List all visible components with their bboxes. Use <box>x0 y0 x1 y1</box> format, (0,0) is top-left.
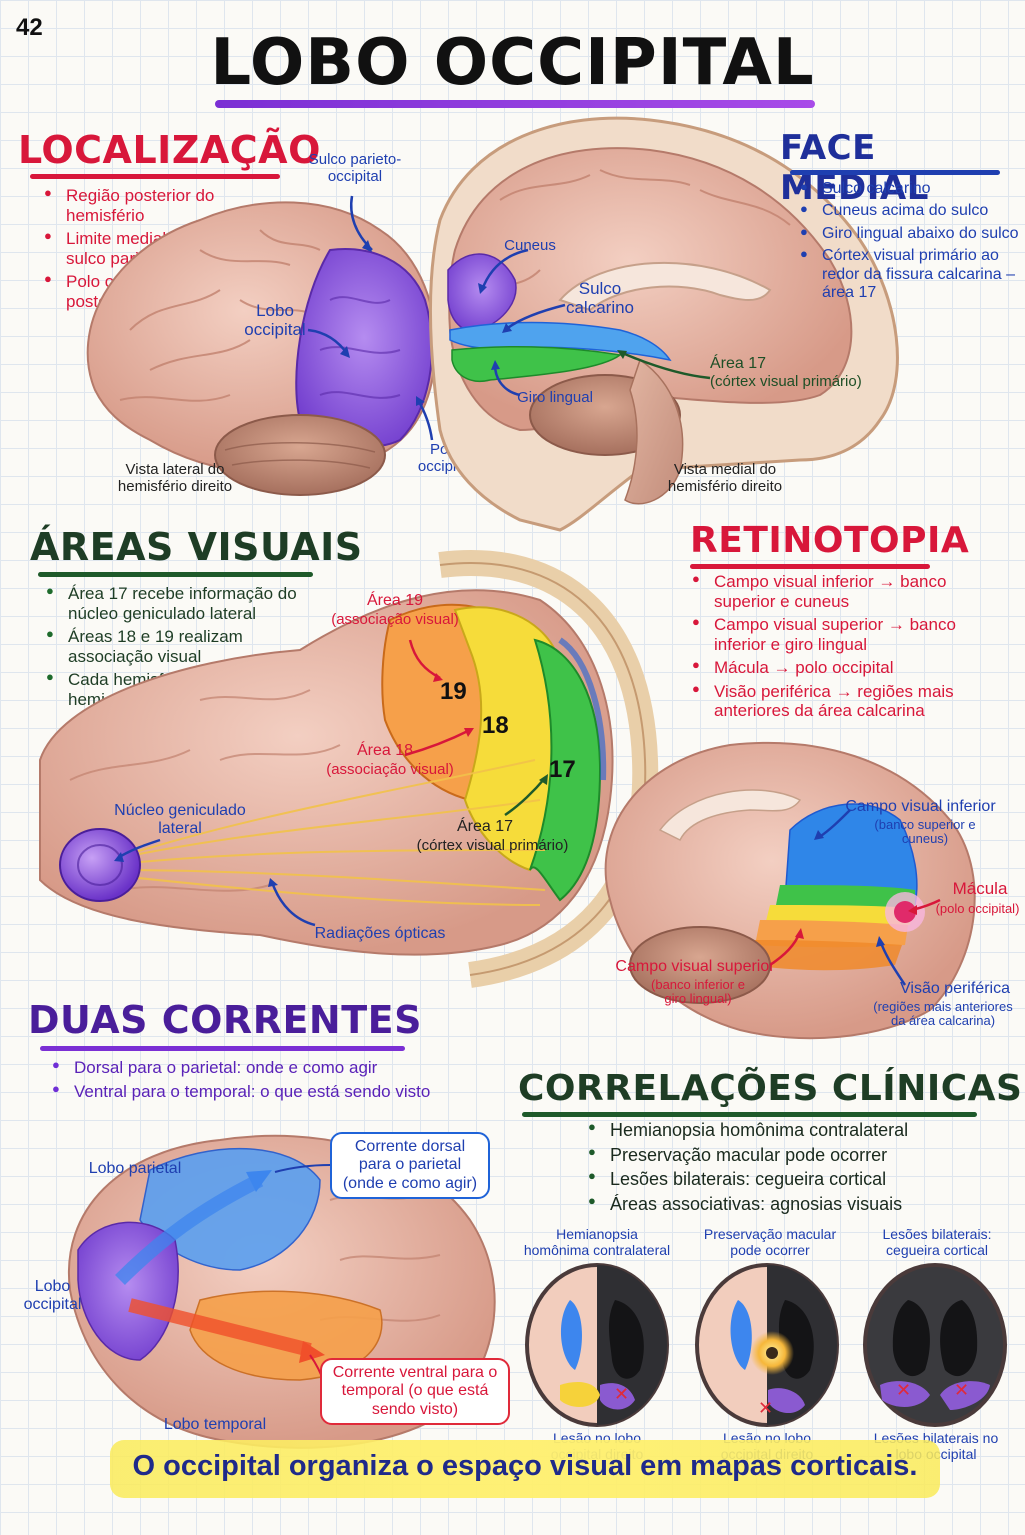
dorsal-stream-box: Corrente dorsal para o parietal (onde e … <box>330 1132 490 1200</box>
label-campo-superior: Campo visual superior <box>615 958 775 975</box>
caption-lateral-view: Vista lateral do hemisfério direito <box>117 461 233 495</box>
panel-2-brain: ✕ <box>695 1263 839 1427</box>
list-item: Áreas 18 e 19 realizam associação visual <box>46 627 321 666</box>
label-giro-lingual: Giro lingual <box>517 389 593 406</box>
label-sulco-calcarino: Sulco calcarino <box>565 279 635 317</box>
duas-correntes-list: Dorsal para o parietal: onde e como agir… <box>52 1058 452 1105</box>
localizacao-title: LOCALIZAÇÃO <box>18 128 321 172</box>
face-medial-list: Sulco calcarino Cuneus acima do sulco Gi… <box>800 180 1022 306</box>
label-campo-superior-sub: (banco inferior e giro lingual) <box>651 977 745 1007</box>
list-item: Áreas associativas: agnosias visuais <box>588 1194 928 1215</box>
label-area-17-visual: Área 17 <box>456 818 514 835</box>
list-item: Mácula → polo occipital <box>692 658 1012 678</box>
list-item: Campo visual superior → banco inferior e… <box>692 615 1012 654</box>
label-lobo-temporal: Lobo temporal <box>163 1416 267 1433</box>
label-area-17-visual-sub: (córtex visual primário) <box>416 837 569 854</box>
label-area-17: Área 17 <box>710 355 767 372</box>
list-item: Ventral para o temporal: o que está send… <box>52 1082 452 1102</box>
label-lobo-occipital: Lobo occipital <box>244 301 306 339</box>
face-medial-underline <box>790 170 1000 175</box>
list-item: Hemianopsia homônima contralateral <box>588 1120 928 1141</box>
areas-visuais-title: ÁREAS VISUAIS <box>30 525 363 569</box>
correlacoes-underline <box>522 1112 977 1117</box>
svg-text:✕: ✕ <box>896 1380 911 1401</box>
ventral-stream-box: Corrente ventral para o temporal (o que … <box>320 1358 510 1426</box>
label-campo-inferior-sub: (banco superior e cuneus) <box>874 817 976 847</box>
panel-1-brain: ✕ <box>525 1263 669 1427</box>
list-item: Visão periférica → regiões mais anterior… <box>692 682 1012 721</box>
label-lobo-parietal: Lobo parietal <box>88 1160 182 1177</box>
list-item: Lesões bilaterais: cegueira cortical <box>588 1169 928 1190</box>
label-area-17-sub: (córtex visual primário) <box>710 373 862 390</box>
list-item: Preservação macular pode ocorrer <box>588 1145 928 1166</box>
correlacoes-title: CORRELAÇÕES CLÍNICAS <box>518 1068 1023 1109</box>
area-18-number: 18 <box>482 712 509 739</box>
list-item: Giro lingual abaixo do sulco <box>800 225 1022 243</box>
label-nucleo-geniculado: Núcleo geniculado lateral <box>114 802 246 837</box>
localizacao-underline <box>30 174 280 179</box>
label-area-19: Área 19 <box>366 592 424 609</box>
areas-visuais-underline <box>38 572 313 577</box>
title-underline <box>215 100 815 108</box>
retinotopia-title: RETINOTOPIA <box>690 520 970 561</box>
list-item: Região posterior do hemisfério <box>44 186 294 225</box>
label-visao-periferica: Visão periférica <box>900 980 1010 997</box>
duas-correntes-underline <box>40 1046 405 1051</box>
caption-medial-view: Vista medial do hemisfério direito <box>667 461 783 495</box>
svg-text:✕: ✕ <box>614 1384 629 1405</box>
label-radiacoes-opticas: Radiações ópticas <box>314 925 446 942</box>
label-sulco-parieto-occipital: Sulco parieto-occipital <box>308 151 402 185</box>
label-area-19-sub: (associação visual) <box>331 611 459 628</box>
page-number: 42 <box>16 14 43 41</box>
label-cuneus: Cuneus <box>504 237 556 254</box>
label-area-18-sub: (associação visual) <box>326 761 454 778</box>
area-19-number: 19 <box>440 678 467 705</box>
label-campo-inferior: Campo visual inferior <box>845 798 996 815</box>
duas-correntes-title: DUAS CORRENTES <box>28 998 422 1042</box>
retinotopia-list: Campo visual inferior → banco superior e… <box>692 572 1012 725</box>
list-item: Sulco calcarino <box>800 180 1022 198</box>
page-title: LOBO OCCIPITAL <box>210 26 815 100</box>
label-visao-periferica-sub: (regiões mais anteriores da área calcari… <box>873 999 1013 1029</box>
list-item: Dorsal para o parietal: onde e como agir <box>52 1058 452 1078</box>
label-macula: Mácula <box>952 879 1008 898</box>
retinotopia-underline <box>690 564 930 569</box>
list-item: Córtex visual primário ao redor da fissu… <box>800 247 1022 302</box>
footer-highlight <box>110 1440 940 1498</box>
panel-2-title: Preservação macular pode ocorrer <box>703 1226 837 1259</box>
list-item: Área 17 recebe informação do núcleo geni… <box>46 584 321 623</box>
footer-summary: O occipital organiza o espaço visual em … <box>132 1450 918 1482</box>
panel-3-title: Lesões bilaterais: cegueira cortical <box>882 1226 992 1259</box>
label-lobo-occipital-streams: Lobo occipital <box>23 1278 82 1313</box>
panel-3-brain: ✕ ✕ <box>863 1263 1007 1427</box>
area-17-number: 17 <box>549 756 576 783</box>
list-item: Campo visual inferior → banco superior e… <box>692 572 1012 611</box>
correlacoes-list: Hemianopsia homônima contralateral Prese… <box>588 1120 928 1219</box>
list-item: Cuneus acima do sulco <box>800 202 1022 220</box>
label-macula-sub: (polo occipital) <box>935 901 1020 916</box>
svg-text:✕: ✕ <box>758 1398 773 1419</box>
svg-text:✕: ✕ <box>954 1380 969 1401</box>
panel-1-title: Hemianopsia homônima contralateral <box>523 1226 671 1259</box>
label-area-18: Área 18 <box>356 742 414 759</box>
